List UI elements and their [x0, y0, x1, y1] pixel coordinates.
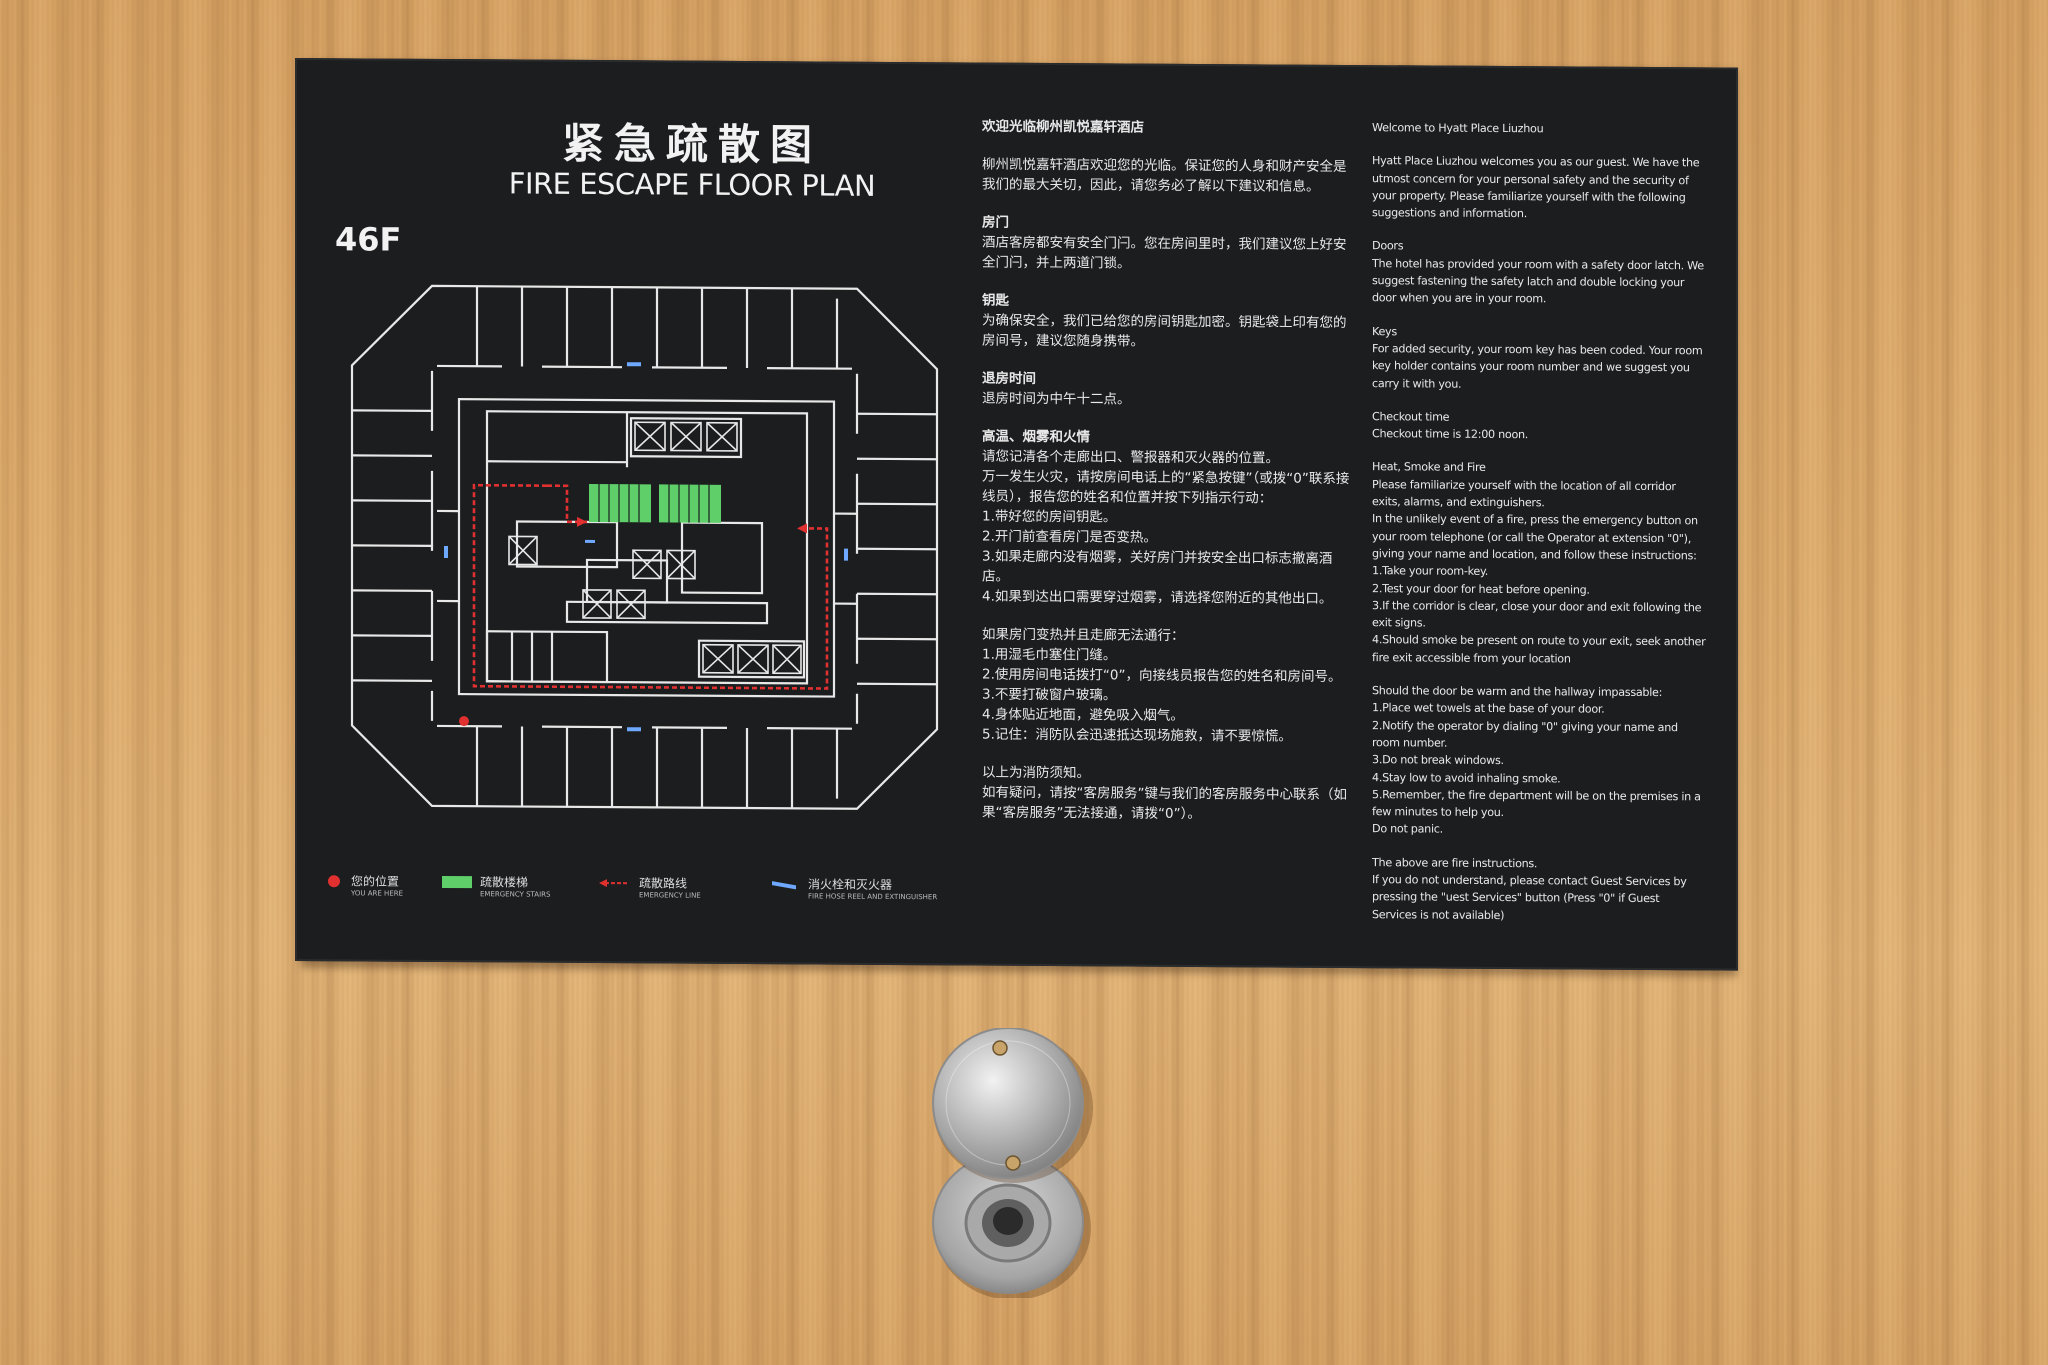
building-outline [350, 284, 939, 810]
en-hot-door-step-4: 4.Stay low to avoid inhaling smoke. [1372, 770, 1561, 785]
en-doors-text: The hotel has provided your room with a … [1372, 256, 1704, 306]
en-closing-2: If you do not understand, please contact… [1372, 873, 1687, 922]
cn-fire-step-1: 1.带好您的房间钥匙。 [982, 508, 1117, 526]
en-hot-door-step-5: 5.Remember, the fire department will be … [1372, 787, 1701, 820]
legend: 您的位置 YOU ARE HERE 疏散楼梯 EMERGENCY STAIRS … [327, 872, 1027, 917]
cn-hot-door-step-5: 5.记住：消防队会迅速抵达现场施救，请不要惊慌。 [982, 726, 1292, 745]
en-keys-heading: Keys [1372, 324, 1397, 338]
legend-you-are-here: 您的位置 YOU ARE HERE [327, 872, 403, 898]
cn-checkout-heading: 退房时间 [982, 370, 1036, 387]
cn-fire-text-2: 万一发生火灾，请按房间电话上的“紧急按键”（或拨“0”联系接线员），报告您的姓名… [982, 468, 1350, 507]
en-hot-door-step-6: Do not panic. [1372, 822, 1443, 837]
fire-extinguisher-markers [444, 362, 848, 732]
instructions-english: Welcome to Hyatt Place Liuzhou Hyatt Pla… [1372, 119, 1707, 925]
cn-doors-heading: 房门 [982, 214, 1009, 231]
cn-fire-step-4: 4.如果到达出口需要穿过烟雾，请选择您附近的其他出口。 [982, 588, 1333, 607]
en-keys-text: For added security, your room key has be… [1372, 342, 1703, 391]
cn-hot-door-step-4: 4.身体贴近地面，避免吸入烟气。 [982, 706, 1184, 724]
cn-welcome-heading: 欢迎光临柳州凯悦嘉轩酒店 [982, 118, 1144, 136]
route-arrows [577, 516, 807, 534]
en-checkout-text: Checkout time is 12:00 noon. [1372, 427, 1529, 442]
door-peephole [932, 1028, 1093, 1298]
you-are-here-marker [459, 716, 469, 727]
en-intro: Hyatt Place Liuzhou welcomes you as our … [1372, 154, 1700, 221]
cn-fire-text-1: 请您记清各个走廊出口、警报器和灭火器的位置。 [982, 448, 1279, 467]
cn-checkout-text: 退房时间为中午十二点。 [982, 390, 1131, 408]
floor-plan-diagram [350, 284, 939, 810]
cn-fire-step-3: 3.如果走廊内没有烟雾，关好房门并按安全出口标志撤离酒店。 [982, 548, 1333, 585]
en-fire-step-2: 2.Test your door for heat before opening… [1372, 581, 1590, 597]
en-fire-heading: Heat, Smoke and Fire [1372, 460, 1486, 475]
cn-hot-door-step-3: 3.不要打破窗户玻璃。 [982, 686, 1117, 704]
cn-fire-step-2: 2.开门前查看房门是否变热。 [982, 528, 1157, 546]
peephole-screw-bottom [1005, 1155, 1021, 1171]
cn-doors-text: 酒店客房都安有安全门闩。您在房间里时，我们建议您上好安全门闩，并上两道门锁。 [982, 234, 1347, 272]
right-rooms [855, 373, 937, 724]
title-english: FIRE ESCAPE FLOOR PLAN [508, 166, 876, 203]
en-fire-text-2: In the unlikely event of a fire, press t… [1372, 512, 1698, 563]
title-chinese: 紧急疏散图 [561, 118, 822, 170]
en-closing-1: The above are fire instructions. [1372, 855, 1538, 870]
en-welcome-heading: Welcome to Hyatt Place Liuzhou [1372, 121, 1544, 136]
peephole-screw-top [992, 1040, 1008, 1056]
legend-emergency-stairs: 疏散楼梯 EMERGENCY STAIRS [442, 873, 550, 899]
en-hot-door-step-2: 2.Notify the operator by dialing "0" giv… [1372, 718, 1678, 750]
en-fire-step-1: 1.Take your room-key. [1372, 564, 1488, 579]
en-hot-door-step-1: 1.Place wet towels at the base of your d… [1372, 701, 1605, 716]
cn-closing-2: 如有疑问，请按“客房服务”键与我们的客房服务中心联系（如果“客房服务”无法接通，… [982, 784, 1347, 823]
en-fire-step-3: 3.If the corridor is clear, close your d… [1372, 598, 1702, 630]
en-fire-step-4: 4.Should smoke be present on route to yo… [1372, 633, 1706, 666]
emergency-stairs [589, 483, 721, 523]
cn-hot-door-heading: 如果房门变热并且走廊无法通行： [982, 626, 1185, 644]
en-checkout-heading: Checkout time [1372, 410, 1450, 424]
legend-emergency-line: 疏散路线 EMERGENCY LINE [599, 874, 701, 900]
left-rooms [352, 370, 434, 721]
legend-fire-hose-reel: 消火栓和灭火器 FIRE HOSE REEL AND EXTINGUISHER [772, 875, 937, 901]
cn-intro: 柳州凯悦嘉轩酒店欢迎您的光临。保证您的人身和财产安全是我们的最大关切，因此，请您… [982, 156, 1347, 195]
en-hot-door-heading: Should the door be warm and the hallway … [1372, 684, 1663, 700]
building-core [485, 410, 809, 685]
bottom-rooms [437, 724, 852, 809]
elevator-shafts [508, 421, 802, 675]
peephole-cover [932, 1028, 1084, 1179]
top-rooms [437, 286, 852, 370]
cn-hot-door-step-2: 2.使用房间电话拨打“0”，向接线员报告您的姓名和房间号。 [982, 666, 1342, 685]
fire-escape-plaque: 紧急疏散图 FIRE ESCAPE FLOOR PLAN 46F [295, 58, 1738, 971]
instructions-chinese: 欢迎光临柳州凯悦嘉轩酒店 柳州凯悦嘉轩酒店欢迎您的光临。保证您的人身和财产安全是… [982, 117, 1352, 825]
cn-keys-text: 为确保安全，我们已给您的房间钥匙加密。钥匙袋上印有您的房间号，建议您随身携带。 [982, 312, 1347, 350]
en-doors-heading: Doors [1372, 239, 1404, 253]
cn-fire-heading: 高温、烟雾和火情 [982, 428, 1090, 446]
cn-keys-heading: 钥匙 [982, 292, 1009, 309]
en-hot-door-step-3: 3.Do not break windows. [1372, 753, 1504, 768]
en-fire-text-1: Please familiarize yourself with the loc… [1372, 477, 1676, 510]
cn-hot-door-step-1: 1.用湿毛巾塞住门缝。 [982, 646, 1117, 664]
cn-closing-1: 以上为消防须知。 [982, 764, 1090, 782]
